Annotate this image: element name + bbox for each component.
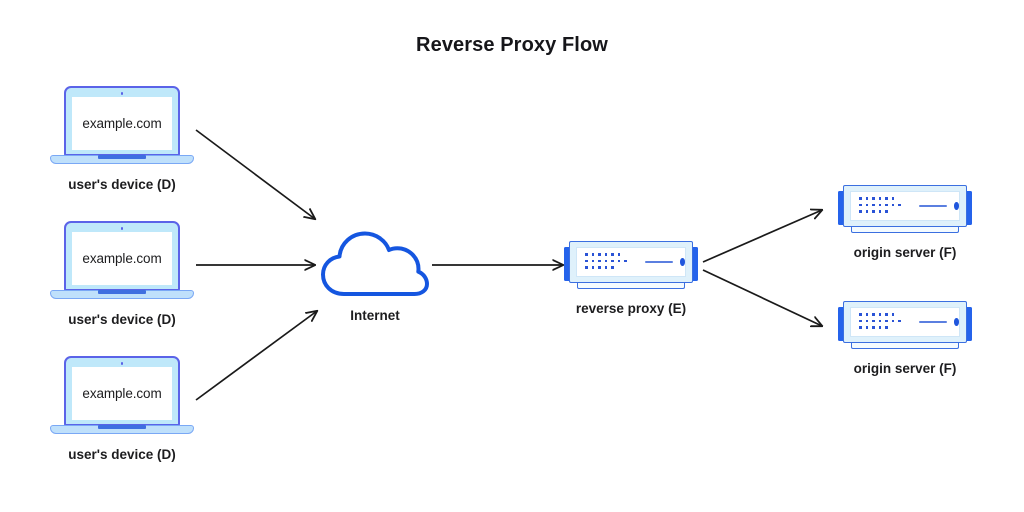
laptop-icon: example.com: [50, 356, 194, 438]
client-label-2: user's device (D): [68, 312, 176, 327]
server-status-line: [919, 205, 948, 207]
server-tab-left: [838, 307, 847, 341]
browser-url-text: example.com: [82, 386, 162, 401]
laptop-notch: [98, 155, 146, 159]
origin-server-label-2: origin server (F): [853, 361, 957, 376]
server-tab-right: [963, 191, 972, 225]
server-status-led: [680, 258, 685, 266]
client-node-1[interactable]: example.com user's device (D): [50, 86, 194, 192]
server-status-line: [645, 261, 674, 263]
server-shadow: [851, 342, 959, 349]
server-vent-grid: [859, 313, 909, 331]
server-icon: [564, 240, 698, 290]
server-tab-left: [564, 247, 573, 281]
client-node-3[interactable]: example.com user's device (D): [50, 356, 194, 462]
flow-arrow-client3-internet: [195, 311, 317, 401]
laptop-lid: example.com: [64, 86, 180, 156]
laptop-screen: example.com: [72, 232, 172, 285]
laptop-notch: [98, 290, 146, 294]
laptop-screen: example.com: [72, 367, 172, 420]
server-icon: [838, 300, 972, 350]
server-status-line: [919, 321, 948, 323]
origin-server-node-2[interactable]: origin server (F): [838, 300, 972, 376]
server-tab-right: [689, 247, 698, 281]
server-chassis: [569, 241, 693, 283]
server-chassis: [843, 301, 967, 343]
origin-server-label-1: origin server (F): [853, 245, 957, 260]
server-tab-left: [838, 191, 847, 225]
browser-url-text: example.com: [82, 251, 162, 266]
server-panel: [850, 191, 960, 221]
laptop-icon: example.com: [50, 221, 194, 303]
server-panel: [576, 247, 686, 277]
reverse-proxy-label: reverse proxy (E): [575, 301, 687, 316]
laptop-icon: example.com: [50, 86, 194, 168]
flow-arrow-proxy-origin1: [702, 210, 822, 263]
client-label-1: user's device (D): [68, 177, 176, 192]
cloud-icon: [321, 231, 429, 296]
laptop-lid: example.com: [64, 221, 180, 291]
server-chassis: [843, 185, 967, 227]
internet-node[interactable]: Internet: [320, 228, 430, 323]
server-vent-grid: [585, 253, 635, 271]
page-title: Reverse Proxy Flow: [416, 34, 608, 56]
internet-label: Internet: [350, 308, 400, 323]
server-tab-right: [963, 307, 972, 341]
client-label-3: user's device (D): [68, 447, 176, 462]
server-icon: [838, 184, 972, 234]
server-vent-grid: [859, 197, 909, 215]
reverse-proxy-node[interactable]: reverse proxy (E): [564, 240, 698, 316]
flow-arrow-proxy-origin2: [702, 269, 822, 326]
server-shadow: [577, 282, 685, 289]
webcam-icon: [120, 362, 124, 365]
laptop-notch: [98, 425, 146, 429]
server-panel: [850, 307, 960, 337]
server-status-led: [954, 318, 959, 326]
client-node-2[interactable]: example.com user's device (D): [50, 221, 194, 327]
webcam-icon: [120, 92, 124, 95]
server-shadow: [851, 226, 959, 233]
browser-url-text: example.com: [82, 116, 162, 131]
flow-arrow-client1-internet: [195, 129, 315, 219]
webcam-icon: [120, 227, 124, 230]
laptop-screen: example.com: [72, 97, 172, 150]
laptop-lid: example.com: [64, 356, 180, 426]
origin-server-node-1[interactable]: origin server (F): [838, 184, 972, 260]
server-status-led: [954, 202, 959, 210]
